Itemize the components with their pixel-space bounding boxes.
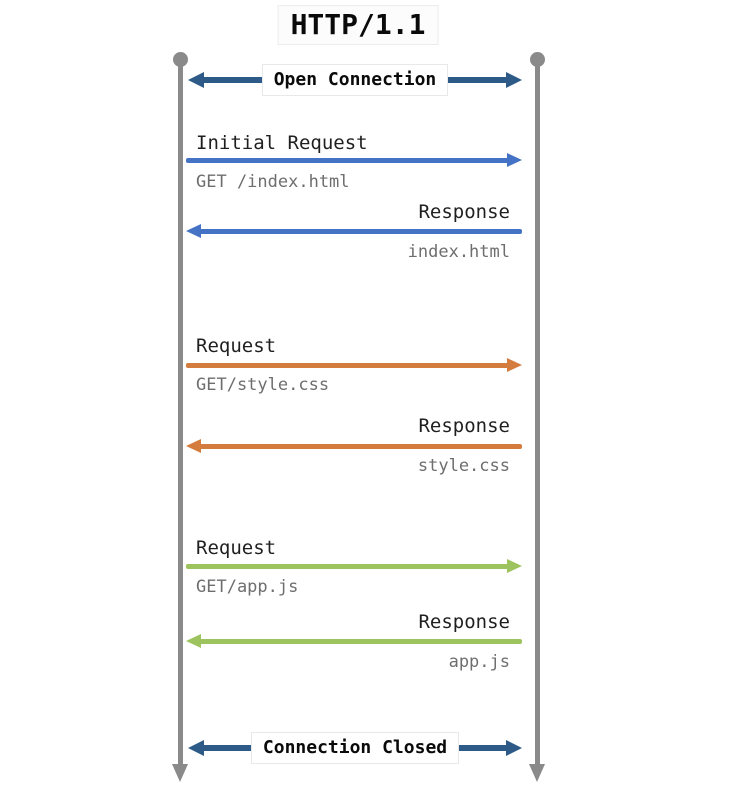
request-arrow-right-icon xyxy=(186,153,522,167)
message-label: Request xyxy=(196,335,277,357)
arrow-head-left-icon xyxy=(186,634,201,648)
arrow-head-left-icon xyxy=(188,72,204,88)
request-arrow-right-icon xyxy=(186,559,522,573)
arrow-head-right-icon xyxy=(507,153,522,167)
lifeline-arrow-down-icon xyxy=(172,764,188,782)
response-arrow-left-icon xyxy=(186,634,522,648)
message-detail: index.html xyxy=(407,242,510,262)
lifeline-line xyxy=(534,65,540,765)
lifeline-dot-icon xyxy=(172,52,188,67)
lifeline-dot-icon xyxy=(529,52,545,67)
connection-closed-row: Connection Closed xyxy=(188,732,523,764)
message-label: Response xyxy=(418,201,510,223)
arrow-shaft xyxy=(186,563,509,569)
arrow-shaft xyxy=(186,157,509,163)
lifeline-line xyxy=(177,65,183,765)
message-label: Response xyxy=(418,415,510,437)
message-label: Response xyxy=(418,611,510,633)
arrow-head-right-icon xyxy=(507,559,522,573)
arrow-shaft xyxy=(186,362,509,368)
connection-closed-label: Connection Closed xyxy=(250,732,460,764)
arrow-shaft xyxy=(199,638,522,644)
message-label: Request xyxy=(196,537,277,559)
arrow-head-right-icon xyxy=(506,740,523,756)
server-lifeline xyxy=(529,52,545,782)
message-detail: GET /index.html xyxy=(196,172,350,192)
arrow-head-right-icon xyxy=(506,72,522,88)
open-connection-row: Open Connection xyxy=(188,64,522,96)
arrow-head-left-icon xyxy=(188,740,204,756)
message-detail: GET/style.css xyxy=(196,375,330,395)
arrow-shaft xyxy=(204,745,251,751)
response-arrow-left-icon xyxy=(186,224,522,238)
message-detail: app.js xyxy=(448,652,510,672)
arrow-shaft xyxy=(459,745,507,751)
lifeline-arrow-down-icon xyxy=(529,764,545,782)
request-arrow-right-icon xyxy=(186,358,522,372)
arrow-shaft xyxy=(448,77,506,83)
arrow-head-left-icon xyxy=(186,224,201,238)
response-arrow-left-icon xyxy=(186,439,522,453)
message-label: Initial Request xyxy=(196,132,368,154)
message-detail: style.css xyxy=(417,456,510,476)
open-connection-label: Open Connection xyxy=(261,64,449,96)
client-lifeline xyxy=(172,52,188,782)
arrow-shaft xyxy=(199,443,522,449)
message-detail: GET/app.js xyxy=(196,577,299,597)
arrow-head-right-icon xyxy=(507,358,522,372)
arrow-shaft xyxy=(199,228,522,234)
arrow-shaft xyxy=(204,77,262,83)
arrow-head-left-icon xyxy=(186,439,201,453)
diagram-title: HTTP/1.1 xyxy=(277,5,439,45)
